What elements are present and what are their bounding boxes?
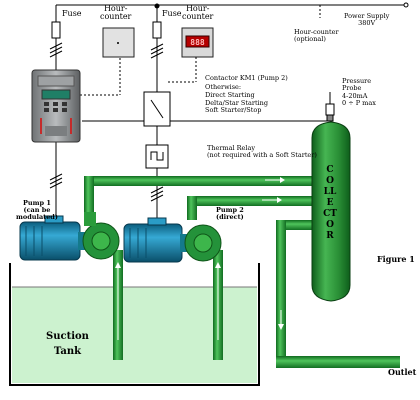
fuse-right-label: Fuse (162, 9, 182, 18)
outlet-label: Outlet (388, 367, 417, 377)
collector-label: COLLECTOR (323, 165, 337, 241)
variable-frequency-drive (31, 69, 81, 143)
contactor-km1 (143, 91, 171, 127)
contactor-options-label: Otherwise: Direct Starting Delta/Star St… (205, 83, 269, 115)
thermal-relay-symbol (145, 144, 169, 169)
suction-pipes (113, 250, 223, 360)
hour-counter-right: 888 (181, 27, 214, 58)
fuse-right-symbol (152, 21, 162, 39)
hour-counter-digits: 888 (190, 38, 205, 47)
pump-1 (19, 212, 120, 261)
contactor-title-label: Contactor KM1 (Pump 2) (205, 74, 288, 82)
pump-2-label: Pump 2 (direct) (216, 206, 244, 221)
collector-vessel (311, 121, 351, 302)
pump-2 (123, 217, 222, 263)
figure-label: Figure 1 (377, 254, 415, 264)
power-supply-bus (55, 2, 409, 22)
hour-counter-optional-label: Hour-counter (optional) (294, 28, 339, 43)
pressure-probe (325, 92, 335, 122)
hour-counter-right-label: Hour- counter (182, 4, 214, 22)
fuse-left-symbol (51, 21, 61, 39)
hour-counter-left (102, 27, 135, 58)
pressure-probe-label: Pressure Probe 4-20mA 0 ÷ P max (342, 77, 376, 108)
suction-tank-label: Suction Tank (46, 331, 89, 357)
outlet-pipe (276, 220, 400, 368)
pump-1-label: Pump 1 (can be modulated) (16, 199, 58, 221)
thermal-relay-label: Thermal Relay (not required with a Soft … (207, 144, 317, 159)
discharge-manifold-pipe (84, 176, 317, 220)
fuse-left-label: Fuse (62, 9, 82, 18)
power-supply-label: Power Supply 380V (344, 12, 390, 27)
hour-counter-left-label: Hour- counter (100, 4, 132, 22)
left-branch-wires (49, 38, 330, 225)
